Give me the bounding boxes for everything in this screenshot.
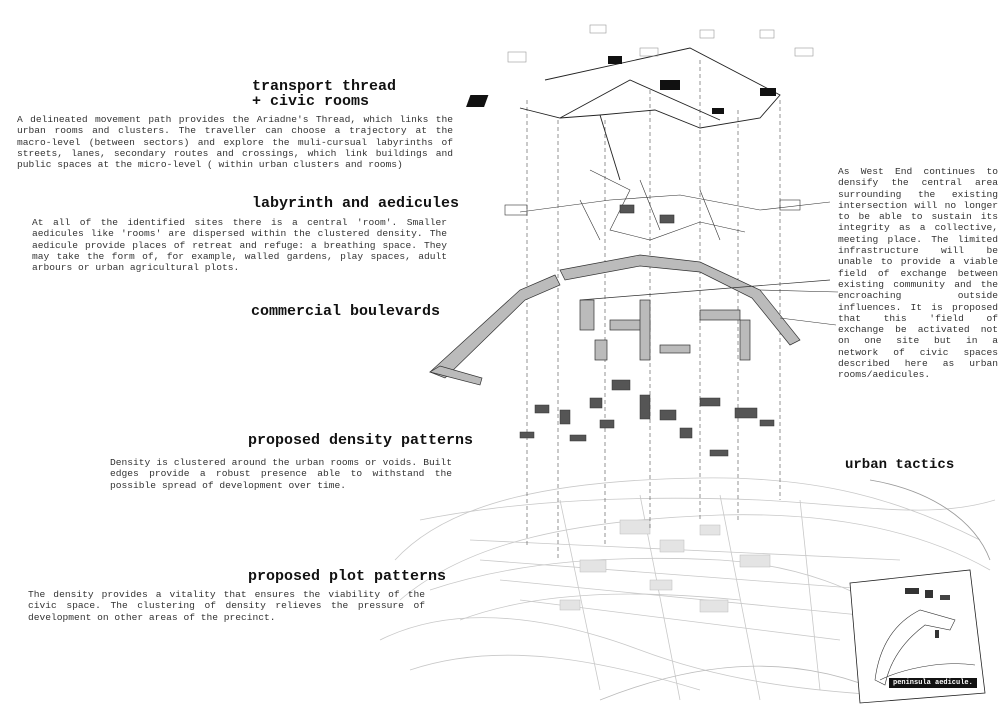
labyrinth-body: At all of the identified sites there is …	[32, 217, 447, 274]
civic-rooms	[466, 56, 776, 114]
commercial-boulevards-layer	[429, 254, 831, 386]
base-map-blocks	[559, 519, 771, 613]
transport-body: A delineated movement path provides the …	[17, 114, 453, 171]
labyrinth-title: labyrinth and aedicules	[252, 195, 460, 212]
tactics-title: urban tactics	[845, 457, 955, 473]
transport-title-line1: transport thread	[252, 78, 397, 95]
density-body: Density is clustered around the urban ro…	[110, 457, 452, 491]
base-map-layer	[379, 477, 996, 701]
density-patterns-layer	[519, 379, 775, 457]
layer-connector-lines	[526, 60, 781, 560]
plot-body: The density provides a vitality that ens…	[28, 589, 425, 623]
transport-title-line2: + civic rooms	[252, 93, 370, 110]
transport-title: transport thread + civic rooms	[252, 79, 396, 109]
transport-thread-layer	[519, 47, 781, 181]
leader-lines	[759, 289, 839, 326]
plot-title: proposed plot patterns	[248, 568, 447, 585]
labyrinth-layer	[504, 169, 831, 241]
boulevards-title: commercial boulevards	[251, 303, 441, 320]
density-title: proposed density patterns	[248, 432, 474, 449]
top-fragments	[507, 24, 814, 63]
tactics-body: As West End continues to densify the cen…	[838, 166, 998, 381]
inset-label: peninsula aedicule.	[889, 678, 977, 688]
inset-map	[849, 569, 986, 704]
